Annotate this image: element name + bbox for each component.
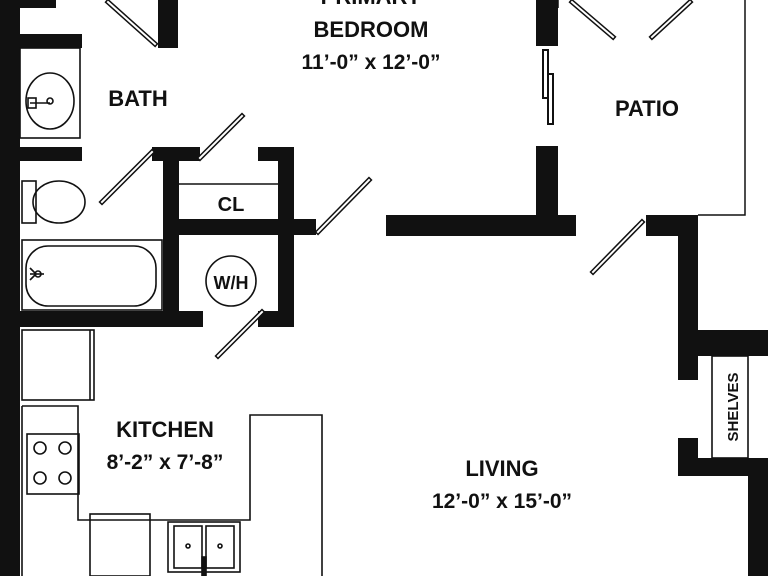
doors: [98, 0, 694, 360]
wall-left-exterior: [0, 0, 20, 576]
kitchen-counter: [22, 405, 323, 576]
bathtub: [21, 239, 163, 311]
wall-bath-top-stub: [20, 0, 56, 8]
wall-closet-right: [278, 147, 294, 327]
dishwasher: [89, 513, 151, 576]
wall-closet-middle: [163, 219, 316, 235]
vanity: [19, 47, 81, 139]
label-closet: CL: [218, 194, 245, 216]
label-kitchen-dims: 8’-2” x 7’-8”: [107, 451, 224, 474]
refrigerator: [21, 329, 95, 401]
wall-bath-bottom-divider: [20, 147, 82, 161]
label-shelves: SHELVES: [725, 373, 742, 442]
water-heater-icon: [205, 255, 257, 307]
sliding-door: [542, 49, 554, 125]
label-living: LIVING: [465, 456, 538, 481]
label-living-dims: 12’-0” x 15’-0”: [432, 490, 572, 513]
wall-bedroom-left-stub: [158, 0, 178, 48]
shelves-unit: [711, 355, 749, 459]
label-primary-bedroom-line2: BEDROOM: [314, 17, 429, 42]
wall-right-exterior: [678, 458, 768, 476]
sink: [25, 72, 75, 130]
bath-fixtures: [19, 47, 278, 311]
label-water-heater: W/H: [214, 273, 249, 293]
patio-outline: [557, 0, 746, 216]
label-kitchen: KITCHEN: [116, 417, 214, 442]
label-primary-bedroom-dims: 11’-0” x 12’-0”: [302, 51, 441, 74]
wall-bedroom-patio: [536, 146, 558, 236]
label-patio: PATIO: [615, 96, 679, 121]
wall-bedroom-right-stub: [536, 0, 558, 46]
wall-right-lower: [748, 458, 768, 576]
wall-bath-top: [20, 34, 82, 48]
room-labels: PRIMARY BEDROOM 11’-0” x 12’-0” BATH PAT…: [107, 0, 742, 513]
label-primary-bedroom-line1: PRIMARY: [321, 0, 422, 9]
range: [26, 433, 80, 495]
toilet-tank: [21, 180, 37, 224]
label-bath: BATH: [108, 86, 167, 111]
wall-closet-bottom-right: [258, 311, 294, 327]
wall-bedroom-bottom: [386, 215, 576, 236]
wall-closet-left: [163, 147, 179, 327]
wall-closet-bottom: [20, 311, 203, 327]
wall-shelves-top: [678, 330, 768, 356]
toilet-bowl: [32, 180, 86, 224]
kitchen-fixtures: [21, 329, 749, 576]
